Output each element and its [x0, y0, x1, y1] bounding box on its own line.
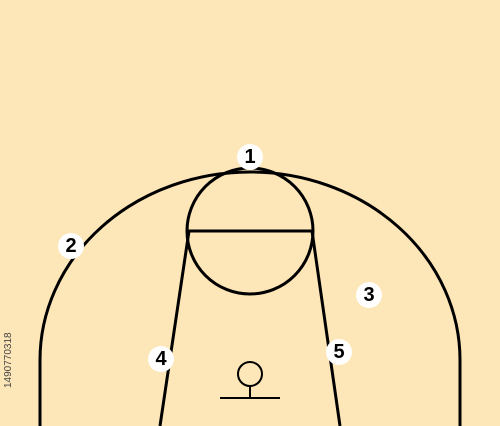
player-1-label: 1 [244, 146, 256, 168]
player-2-label: 2 [65, 235, 77, 257]
three-point-arc [38, 170, 462, 426]
player-5-label: 5 [333, 341, 345, 363]
player-4-marker[interactable]: 4 [148, 346, 174, 372]
player-3-label: 3 [363, 284, 375, 306]
player-1-marker[interactable]: 1 [237, 144, 263, 170]
basket [237, 361, 263, 387]
player-3-marker[interactable]: 3 [356, 282, 382, 308]
player-2-marker[interactable]: 2 [58, 233, 84, 259]
key-lane [158, 230, 342, 426]
player-5-marker[interactable]: 5 [326, 339, 352, 365]
stock-id-label: 1490770318 [3, 332, 14, 388]
player-4-label: 4 [155, 348, 167, 370]
